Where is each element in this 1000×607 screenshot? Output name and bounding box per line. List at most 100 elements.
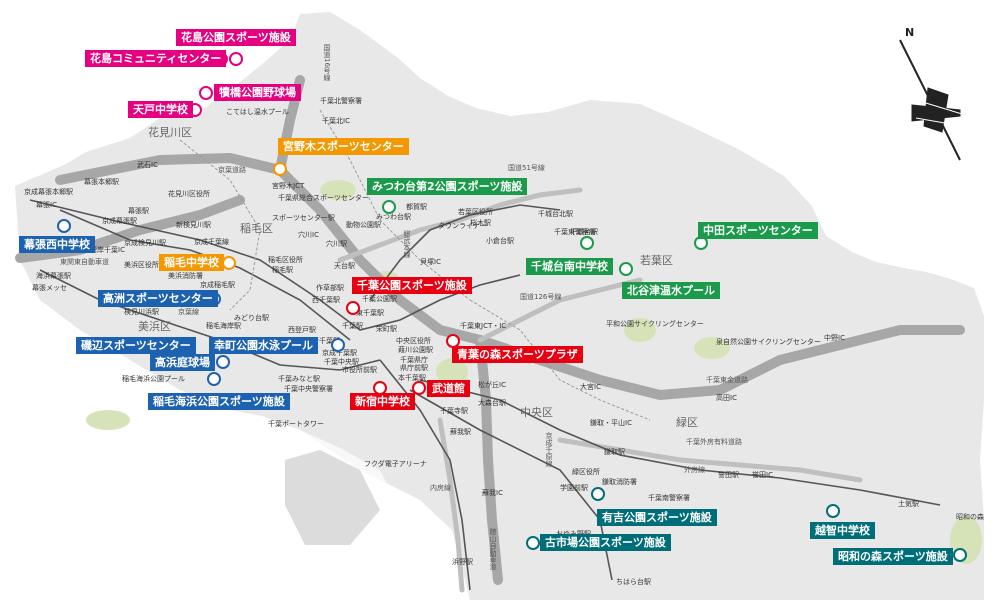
facility-label-makuhari-nishi-jhs[interactable]: 幕張西中学校 [19,236,95,253]
place-label: 総武本線 [403,230,411,258]
place-label: 千葉寺駅 [440,407,468,415]
place-label: 京成千葉駅 [322,349,357,357]
facility-label-kemigawa-baseball[interactable]: 犢橋公園野球場 [214,84,301,101]
facility-label-kitayatsu-pool[interactable]: 北谷津温水プール [622,282,720,299]
boundary [319,109,471,301]
place-label: 作草部駅 [316,284,344,292]
facility-marker-inage-kaigan-park[interactable] [207,372,221,386]
ward-boundaries [179,109,651,421]
facility-marker-hanashima-park[interactable] [229,52,243,66]
facility-marker-ochi-jhs[interactable] [826,504,840,518]
place-label: 稲毛海岸駅 [206,322,241,330]
place-label: 京葉道路 [218,166,246,174]
park [320,180,356,200]
place-label: 新千葉駅 [312,337,340,345]
facility-marker-mitsuwadai-park2[interactable] [382,200,396,214]
facility-label-isobe-sports[interactable]: 磯辺スポーツセンター [76,337,196,354]
place-label: 小倉台駅 [486,237,514,245]
facility-label-amado-jhs[interactable]: 天戸中学校 [128,101,193,118]
place-label: 京成幕張駅 [102,217,137,225]
facility-marker-chiba-park[interactable] [346,301,360,315]
ward-label-midori: 緑区 [676,416,698,429]
facility-label-takasu-sports[interactable]: 高洲スポーツセンター [98,290,218,307]
facility-label-hanashima-community[interactable]: 花島コミュニティセンター [85,50,227,67]
place-label: 稲毛海浜公園プール [122,375,185,383]
place-label: 蘇我駅 [450,428,471,436]
place-label: 千葉南警察署 [648,494,690,502]
facility-label-ariyoshi-park[interactable]: 有吉公園スポーツ施設 [597,509,717,526]
facility-label-hanashima-park[interactable]: 花島公園スポーツ施設 [176,29,296,46]
facility-label-aoba-plaza[interactable]: 青葉の森スポーツプラザ [452,346,583,363]
place-label: 大宮IC [580,383,601,391]
place-label: 武石IC [137,161,158,169]
facility-label-inage-jhs[interactable]: 稲毛中学校 [159,254,224,271]
facility-label-ochi-jhs[interactable]: 越智中学校 [810,522,875,539]
place-label: みどり台駅 [234,314,269,322]
facility-marker-ariyoshi-park[interactable] [591,487,605,501]
facility-label-miyanogi-sports[interactable]: 宮野木スポーツセンター [278,138,409,155]
place-label: 天台駅 [334,262,355,270]
place-label: 土気駅 [898,500,919,508]
place-label: 松が丘IC [478,381,506,389]
place-label: 大森台駅 [478,399,506,407]
facility-label-saiwaicho-pool[interactable]: 幸町公園水泳プール [209,337,318,354]
route-16-south [437,417,465,593]
place-label: 緑区役所 [572,468,600,476]
facility-label-budokan[interactable]: 武道館 [427,380,470,397]
ward-label-inage: 稲毛区 [240,222,273,235]
place-label: 若葉区役所 [458,208,493,216]
route-51 [337,187,583,263]
place-label: 鎌取駅 [604,448,625,456]
north-indicator: N [905,26,915,39]
place-label: 鎌取消防署 [602,478,637,486]
place-label: 貝塚IC [420,258,441,266]
place-label: 京葉線 [178,308,199,316]
park [694,337,730,359]
place-label: 県庁前駅 [400,364,428,372]
land-area [15,12,984,600]
place-label: タウンライナー [438,222,487,230]
facility-label-nakata-sports[interactable]: 中田スポーツセンター [698,222,818,239]
place-label: 千葉駅 [342,322,363,330]
facility-label-koichiba-park[interactable]: 古市場公園スポーツ施設 [540,534,671,551]
place-label: 誉田駅 [718,471,739,479]
place-label: 昭和の森 [956,513,984,521]
facility-label-shinjuku-jhs[interactable]: 新宿中学校 [350,393,415,410]
route-126 [477,277,643,343]
place-label: 京成稲毛駅 [200,281,235,289]
facility-marker-kemigawa-baseball[interactable] [199,86,213,100]
boundary [179,139,261,311]
facility-label-takahama-field[interactable]: 高浜庭球場 [150,354,215,371]
facility-label-chiba-park[interactable]: 千葉公園スポーツ施設 [352,277,472,294]
facility-label-chishiro-jhs[interactable]: 千城台南中学校 [526,258,613,275]
park [86,410,130,430]
facility-marker-chishiro-jhs[interactable] [580,236,594,250]
place-label: 千葉みなと駅 [278,375,320,383]
place-label: 市役所前駅 [342,366,377,374]
reclaimed-land [285,450,380,545]
facility-marker-takahama-field[interactable] [216,355,230,369]
facility-marker-saiwaicho-pool[interactable] [331,338,345,352]
facility-marker-koichiba-park[interactable] [526,536,540,550]
facility-label-mitsuwadai-park2[interactable]: みつわ台第2公園スポーツ施設 [367,178,528,195]
facility-label-inage-kaigan-park[interactable]: 稲毛海浜公園スポーツ施設 [148,393,290,410]
facility-label-showanomori[interactable]: 昭和の森スポーツ施設 [833,548,953,565]
place-label: 平和公園サイクリングセンター [606,320,704,328]
keiyo-road [55,153,485,345]
place-label: 外房線 [684,466,705,474]
place-label: 稲毛駅 [272,266,293,274]
place-label: 西千葉駅 [312,296,340,304]
place-label: 幕張IC [36,201,57,209]
facility-marker-miyanogi-sports[interactable] [273,162,287,176]
facility-marker-makuhari-nishi-jhs[interactable] [57,219,71,233]
facility-marker-showanomori[interactable] [953,548,967,562]
place-label: みつわ台駅 [376,213,411,221]
place-label: 京成千原線 [545,432,553,467]
place-label: 桜木駅 [470,219,491,227]
facility-marker-kitayatsu-pool[interactable] [619,262,633,276]
facility-marker-budokan[interactable] [412,381,426,395]
place-label: ちはら台駅 [616,578,651,586]
place-label: 美浜消防署 [168,272,203,280]
place-label: 栄町駅 [376,325,397,333]
facility-marker-inage-jhs[interactable] [222,256,236,270]
